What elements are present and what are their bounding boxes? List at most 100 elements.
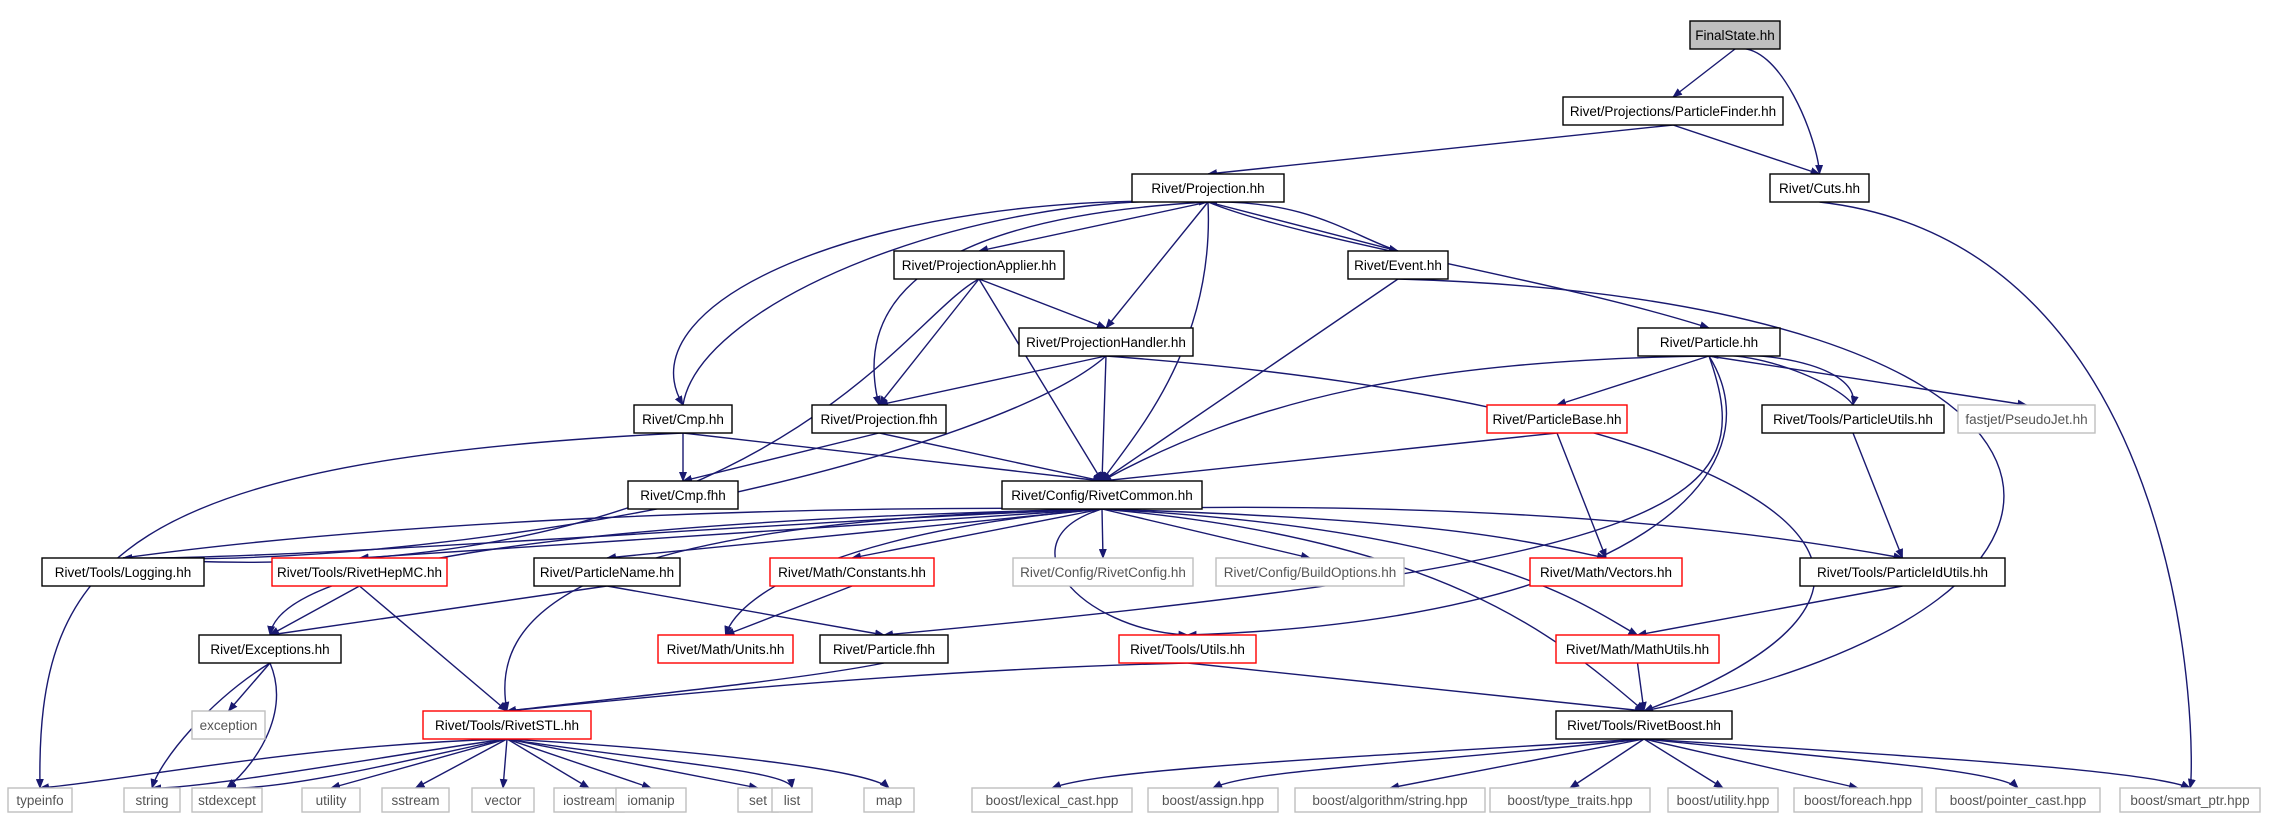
node-particle[interactable]: Rivet/Particle.hh [1637, 327, 1781, 357]
node-butility: boost/utility.hpp [1667, 787, 1779, 813]
node-particlefinder[interactable]: Rivet/Projections/ParticleFinder.hh [1562, 96, 1784, 126]
edge-projfhh-to-rivetcommon [878, 432, 1103, 484]
node-box [627, 480, 739, 510]
node-rivetcommon[interactable]: Rivet/Config/RivetCommon.hh [1001, 480, 1203, 510]
edge-projfhh-to-cmpfhh [682, 432, 880, 483]
node-particleutils[interactable]: Rivet/Tools/ParticleUtils.hh [1761, 404, 1945, 434]
node-pseudojet: fastjet/PseudoJet.hh [1957, 404, 2096, 434]
node-label: Rivet/ProjectionHandler.hh [1026, 335, 1186, 350]
node-constants[interactable]: Rivet/Math/Constants.hh [769, 557, 935, 587]
edge-logging-to-rivetcommon [122, 504, 1103, 559]
node-cmp[interactable]: Rivet/Cmp.hh [633, 404, 733, 434]
edge-rivethepmc-to-rivetstl [359, 585, 508, 712]
node-iostream: iostream [553, 787, 625, 813]
node-particlefhh[interactable]: Rivet/Particle.fhh [819, 634, 949, 664]
edge-rivetcommon-to-rivetconfig [1098, 508, 1107, 559]
node-label: Rivet/Math/Constants.hh [778, 565, 926, 580]
edge-particlefhh-to-rivetstl [506, 662, 885, 714]
edge-event-to-rivetboost [1397, 278, 2005, 714]
node-box [301, 787, 361, 813]
node-box [1761, 404, 1945, 434]
edge-event-to-rivetcommon [1101, 278, 1399, 482]
edge-event-to-projection [1207, 197, 1399, 252]
node-label: fastjet/PseudoJet.hh [1965, 412, 2087, 427]
node-label: Rivet/Tools/Logging.hh [55, 565, 192, 580]
edge-rivetstl-to-list [506, 738, 795, 789]
node-finalstate[interactable]: FinalState.hh [1689, 20, 1781, 50]
edge-particle-to-particlebase [1556, 355, 1710, 407]
edge-particlename-to-exceptions [269, 585, 608, 638]
node-units[interactable]: Rivet/Math/Units.hh [657, 634, 794, 664]
node-event[interactable]: Rivet/Event.hh [1347, 250, 1449, 280]
edge-rivetstl-to-set [506, 738, 759, 791]
node-particlebase[interactable]: Rivet/ParticleBase.hh [1486, 404, 1628, 434]
node-logging[interactable]: Rivet/Tools/Logging.hh [41, 557, 205, 587]
edge-projapplier-to-projhandler [978, 278, 1107, 329]
node-label: Rivet/Config/RivetConfig.hh [1020, 565, 1186, 580]
node-cuts[interactable]: Rivet/Cuts.hh [1769, 173, 1870, 203]
node-label: Rivet/ProjectionApplier.hh [902, 258, 1057, 273]
node-exceptions[interactable]: Rivet/Exceptions.hh [198, 634, 342, 664]
edge-rivetcommon-to-logging [122, 508, 1103, 563]
node-buildoptions: Rivet/Config/BuildOptions.hh [1215, 557, 1405, 587]
node-label: Rivet/Math/Units.hh [667, 642, 785, 657]
node-label: Rivet/Tools/Utils.hh [1130, 642, 1245, 657]
edge-rivetstl-to-map [506, 738, 890, 789]
node-vectors[interactable]: Rivet/Math/Vectors.hh [1529, 557, 1683, 587]
node-box [1562, 96, 1784, 126]
node-box [771, 787, 813, 813]
edge-rivetcommon-to-mathutils [1101, 508, 1639, 636]
node-cmpfhh[interactable]: Rivet/Cmp.fhh [627, 480, 739, 510]
edge-projhandler-to-logging [122, 355, 1107, 563]
edge-projection-to-projfhh [872, 201, 1209, 406]
node-box [893, 250, 1065, 280]
edge-projapplier-to-projfhh [878, 278, 980, 406]
edge-particlename-to-particlefhh [606, 585, 885, 638]
node-box [819, 634, 949, 664]
node-box [1667, 787, 1779, 813]
edge-rivetcommon-to-buildoptions [1101, 508, 1311, 560]
node-particlename[interactable]: Rivet/ParticleName.hh [533, 557, 681, 587]
node-mathutils[interactable]: Rivet/Math/MathUtils.hh [1555, 634, 1720, 664]
node-particleidutils[interactable]: Rivet/Tools/ParticleIdUtils.hh [1799, 557, 2006, 587]
edge-rivetstl-to-stdexcept [226, 738, 508, 793]
edge-rivetcommon-to-particleidutils [1101, 506, 1904, 561]
node-box [1529, 557, 1683, 587]
node-projfhh[interactable]: Rivet/Projection.fhh [811, 404, 947, 434]
node-label: utility [316, 793, 347, 808]
node-box [769, 557, 935, 587]
node-projection[interactable]: Rivet/Projection.hh [1131, 173, 1285, 203]
node-box [1147, 787, 1279, 813]
node-label: sstream [391, 793, 439, 808]
node-rivetboost[interactable]: Rivet/Tools/RivetBoost.hh [1555, 710, 1733, 740]
node-label: Rivet/Tools/ParticleUtils.hh [1773, 412, 1933, 427]
edge-rivetboost-to-assign [1212, 738, 1645, 789]
edge-projection-to-projapplier [978, 201, 1209, 254]
node-pointercast: boost/pointer_cast.hpp [1935, 787, 2101, 813]
edge-exceptions-to-stdexcept [226, 662, 278, 789]
node-box [1935, 787, 2101, 813]
node-projhandler[interactable]: Rivet/ProjectionHandler.hh [1018, 327, 1194, 357]
node-label: boost/smart_ptr.hpp [2130, 793, 2249, 808]
edge-particle-to-pseudojet [1708, 355, 2028, 408]
edge-projapplier-to-rivetcommon [978, 278, 1103, 482]
edge-projection-to-event [1207, 201, 1399, 253]
node-iomanip: iomanip [615, 787, 687, 813]
node-projapplier[interactable]: Rivet/ProjectionApplier.hh [893, 250, 1065, 280]
edge-rivetboost-to-smartptr [1643, 738, 2191, 789]
node-box [811, 404, 947, 434]
edge-rivetstl-to-iostream [506, 738, 590, 789]
edge-projection-to-rivetcommon [1101, 201, 1210, 482]
node-rivetstl[interactable]: Rivet/Tools/RivetSTL.hh [422, 710, 592, 740]
node-exception: exception [191, 710, 266, 740]
edge-projection-to-projhandler [1105, 201, 1209, 329]
node-label: list [784, 793, 801, 808]
node-lexicalcast: boost/lexical_cast.hpp [971, 787, 1133, 813]
node-utils[interactable]: Rivet/Tools/Utils.hh [1118, 634, 1257, 664]
node-label: Rivet/Particle.hh [1660, 335, 1758, 350]
node-box [971, 787, 1133, 813]
node-rivethepmc[interactable]: Rivet/Tools/RivetHepMC.hh [271, 557, 448, 587]
node-smartptr: boost/smart_ptr.hpp [2119, 787, 2261, 813]
node-box [123, 787, 181, 813]
